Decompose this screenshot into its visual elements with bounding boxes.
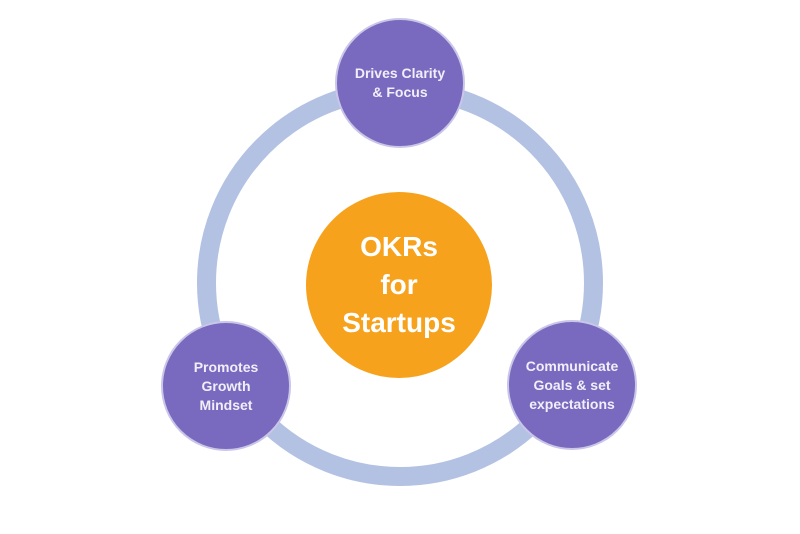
node-communicate-goals: Communicate Goals & set expectations bbox=[507, 320, 637, 450]
node-drives-clarity: Drives Clarity & Focus bbox=[335, 18, 465, 148]
node-label-line: Goals & set bbox=[533, 376, 611, 393]
center-label-line: Startups bbox=[342, 307, 456, 338]
node-label-line: Mindset bbox=[199, 396, 253, 413]
node-label-line: Promotes bbox=[193, 358, 259, 375]
node-label-line: expectations bbox=[529, 395, 615, 412]
center-label-line: OKRs bbox=[360, 231, 438, 262]
node-promotes-growth: Promotes Growth Mindset bbox=[161, 321, 291, 451]
node-label-line: Drives Clarity bbox=[354, 65, 446, 81]
node-label-line: Communicate bbox=[525, 357, 619, 374]
center-label-line: for bbox=[380, 269, 418, 300]
node-label-line: Growth bbox=[201, 377, 251, 394]
center-node-okrs-for-startups: OKRs for Startups bbox=[306, 192, 492, 378]
node-label-line: & Focus bbox=[372, 84, 428, 100]
